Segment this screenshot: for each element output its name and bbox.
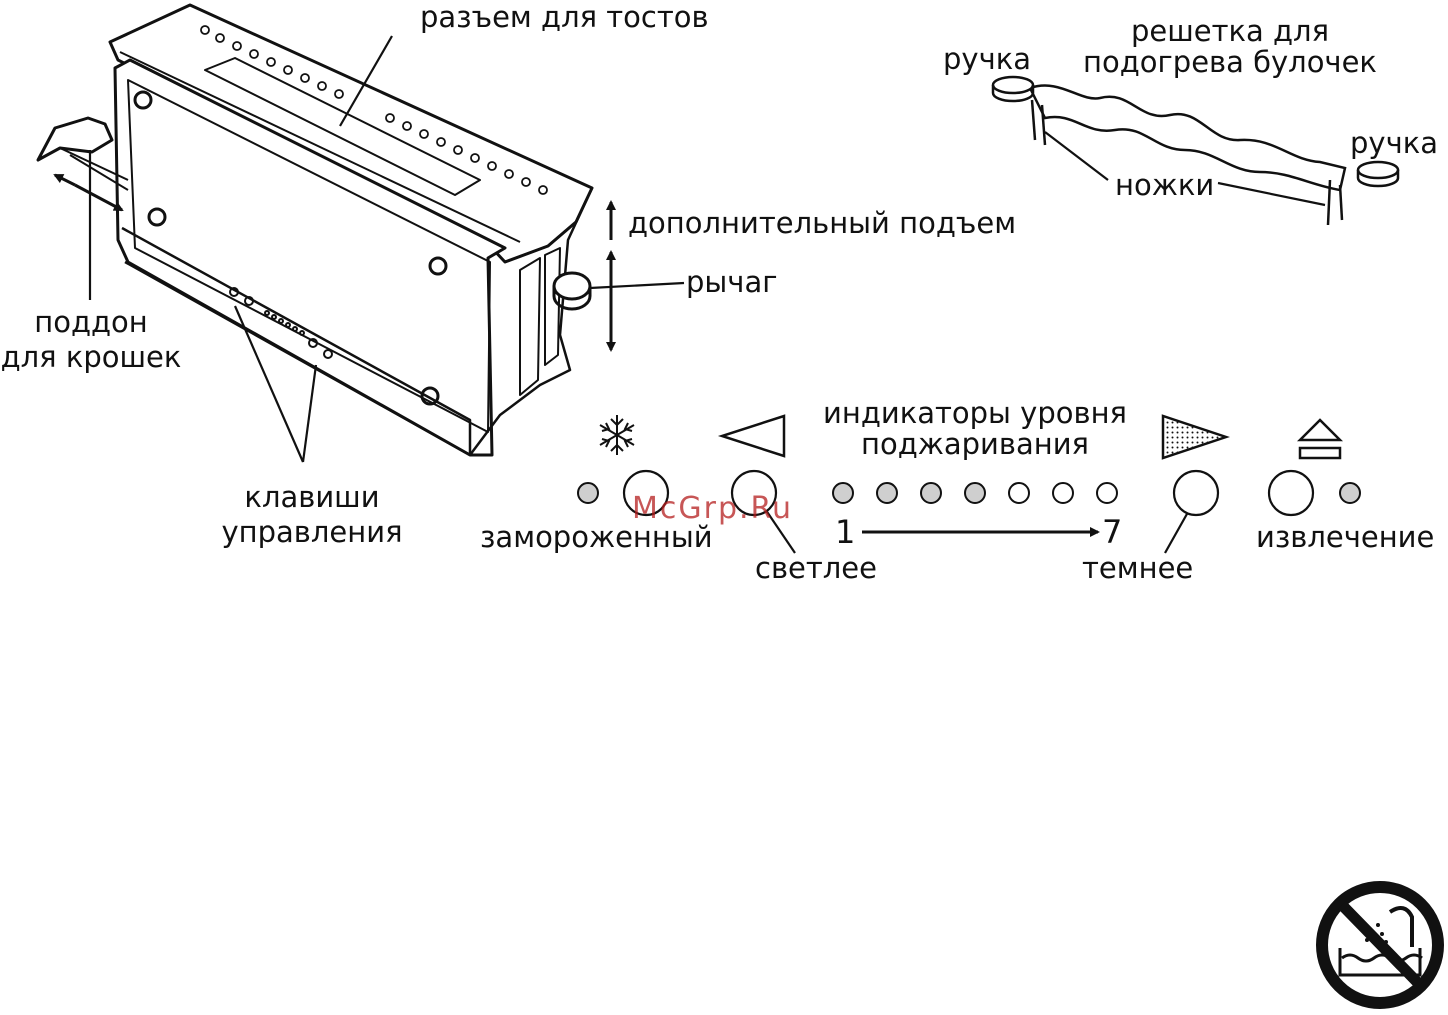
label-controls-line2: управления bbox=[212, 517, 412, 548]
eject-button bbox=[1269, 471, 1313, 515]
snowflake-icon bbox=[600, 415, 634, 455]
label-frozen: замороженный bbox=[480, 522, 713, 553]
browning-level-led bbox=[833, 483, 853, 503]
label-legs: ножки bbox=[1115, 170, 1214, 201]
label-crumb-tray-line2: для крошек bbox=[0, 342, 182, 373]
browning-level-leds bbox=[833, 483, 1117, 503]
label-indicators-line2: поджаривания bbox=[810, 429, 1140, 460]
darker-button bbox=[1174, 471, 1218, 515]
no-water-immersion-icon bbox=[1322, 887, 1438, 1003]
label-crumb-tray: поддон для крошек bbox=[0, 307, 182, 373]
label-eject: извлечение bbox=[1256, 522, 1434, 553]
browning-level-led bbox=[1009, 483, 1029, 503]
label-handle-right: ручка bbox=[1350, 128, 1438, 159]
bun-rack-illustration bbox=[993, 77, 1398, 225]
scale-max: 7 bbox=[1102, 515, 1122, 549]
label-controls: клавиши управления bbox=[212, 482, 412, 548]
toaster-illustration bbox=[38, 5, 592, 455]
eject-led bbox=[1340, 483, 1360, 503]
label-extra-lift: дополнительный подъем bbox=[628, 208, 1016, 239]
browning-level-led bbox=[921, 483, 941, 503]
label-toast-slot: разъем для тостов bbox=[420, 2, 709, 33]
browning-level-led bbox=[1097, 483, 1117, 503]
eject-icon bbox=[1300, 420, 1340, 458]
browning-level-led bbox=[965, 483, 985, 503]
browning-level-led bbox=[1053, 483, 1073, 503]
label-crumb-tray-line1: поддон bbox=[0, 307, 182, 338]
label-indicators: индикаторы уровня поджаривания bbox=[810, 398, 1140, 460]
label-bun-rack: решетка для подогрева булочек bbox=[1075, 16, 1385, 78]
label-controls-line1: клавиши bbox=[212, 482, 412, 513]
browning-level-led bbox=[877, 483, 897, 503]
triangle-right-dotted-icon bbox=[1163, 416, 1226, 458]
label-indicators-line1: индикаторы уровня bbox=[810, 398, 1140, 429]
triangle-left-outline-icon bbox=[722, 416, 784, 456]
watermark: McGrp.Ru bbox=[632, 491, 793, 526]
label-handle-left: ручка bbox=[943, 44, 1031, 75]
frozen-led bbox=[578, 483, 598, 503]
label-lever: рычаг bbox=[686, 267, 777, 298]
label-bun-rack-line1: решетка для bbox=[1075, 16, 1385, 47]
label-darker: темнее bbox=[1082, 553, 1193, 584]
scale-min: 1 bbox=[835, 515, 855, 549]
label-bun-rack-line2: подогрева булочек bbox=[1075, 47, 1385, 78]
label-lighter: светлее bbox=[755, 553, 877, 584]
